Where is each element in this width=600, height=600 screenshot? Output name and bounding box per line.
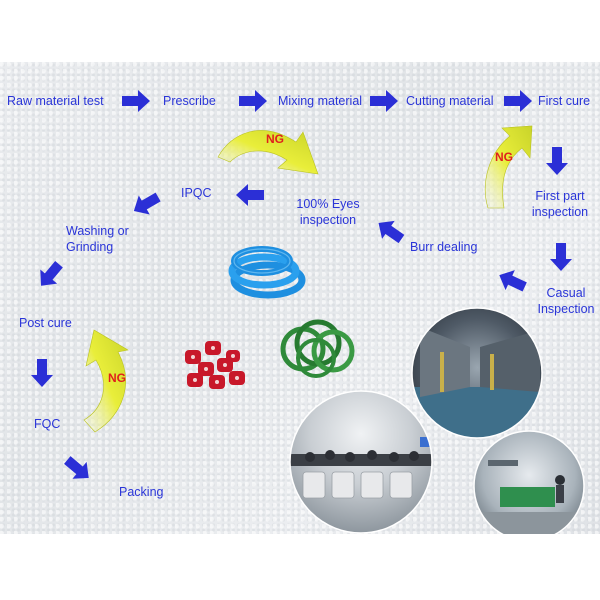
block-arrow-icon [239,90,267,112]
block-arrow-icon [546,147,568,175]
red-rubber-parts-image [185,341,245,389]
step-first-part-inspection-line1: First part [535,189,585,203]
step-eyes-inspection: 100% Eyes inspection [290,196,366,228]
ng-label-right: NG [495,150,513,164]
step-washing-or-grinding: Washing or Grinding [66,223,129,255]
block-arrow-icon [370,90,398,112]
step-fqc: FQC [34,417,61,431]
flow-arrow-casual-to-burr [499,270,527,292]
block-arrow-icon [122,90,150,112]
step-first-part-inspection-line2: inspection [531,205,589,219]
curved-return-arrow-icon [484,125,533,209]
factory-photo-workshop [290,391,432,533]
flow-arrow-first-cure-to-first-part [546,147,568,175]
step-ipqc: IPQC [181,186,212,200]
step-post-cure: Post cure [19,316,72,330]
step-burr-dealing: Burr dealing [410,240,478,254]
block-arrow-icon [504,90,532,112]
ng-arrow-top [217,130,319,175]
step-first-cure: First cure [538,94,591,108]
flow-arrow-mixing-to-cutting [370,90,398,112]
flow-arrow-prescribe-to-mixing [239,90,267,112]
photo-frame [473,430,585,534]
process-flow-canvas: Raw material test Prescribe Mixing mater… [0,62,600,534]
flow-arrow-first-part-to-casual [550,243,572,271]
step-washing-line1: Washing or [66,224,129,238]
step-raw-material-test: Raw material test [7,94,104,108]
flow-arrow-burr-to-eyes [378,220,405,244]
block-arrow-icon [550,243,572,271]
green-o-rings-image [280,319,355,378]
step-washing-line2: Grinding [66,240,114,254]
step-cutting-material: Cutting material [406,94,494,108]
step-first-part-inspection: First part inspection [526,188,594,220]
ng-arrow-left [83,329,129,433]
flow-arrow-post-cure-to-fqc [31,359,53,387]
block-arrow-icon [133,192,161,215]
flow-arrow-raw-to-prescribe [122,90,150,112]
step-prescribe: Prescribe [163,94,216,108]
factory-photo-production-line [412,308,542,438]
flow-arrow-eyes-to-ipqc [236,184,264,206]
ng-label-left: NG [108,371,126,385]
block-arrow-icon [31,359,53,387]
block-arrow-icon [64,456,89,479]
block-arrow-icon [499,270,527,292]
flow-arrow-ipqc-to-washing [133,192,161,215]
step-casual-inspection-line1: Casual [546,286,586,300]
photo-frame [289,390,433,534]
curved-return-arrow-icon [217,130,319,175]
process-flow-diagram [31,90,585,534]
step-mixing-material: Mixing material [278,94,363,108]
photo-frame [411,307,543,439]
step-casual-inspection: Casual Inspection [531,285,600,317]
step-packing: Packing [119,485,164,499]
ng-label-top: NG [266,132,284,146]
block-arrow-icon [236,184,264,206]
step-eyes-inspection-line2: inspection [299,213,357,227]
blue-o-rings-image [228,246,306,299]
block-arrow-icon [40,261,63,286]
flow-arrow-cutting-to-first-cure [504,90,532,112]
curved-return-arrow-icon [83,329,129,433]
step-casual-inspection-line2: Inspection [537,302,595,316]
ng-arrow-right [484,125,533,209]
block-arrow-icon [378,220,405,244]
step-eyes-inspection-line1: 100% Eyes [296,197,360,211]
factory-photo-inspection-area [474,431,584,534]
flow-arrow-fqc-to-packing [64,456,89,479]
flow-arrow-washing-to-post-cure [40,261,63,286]
